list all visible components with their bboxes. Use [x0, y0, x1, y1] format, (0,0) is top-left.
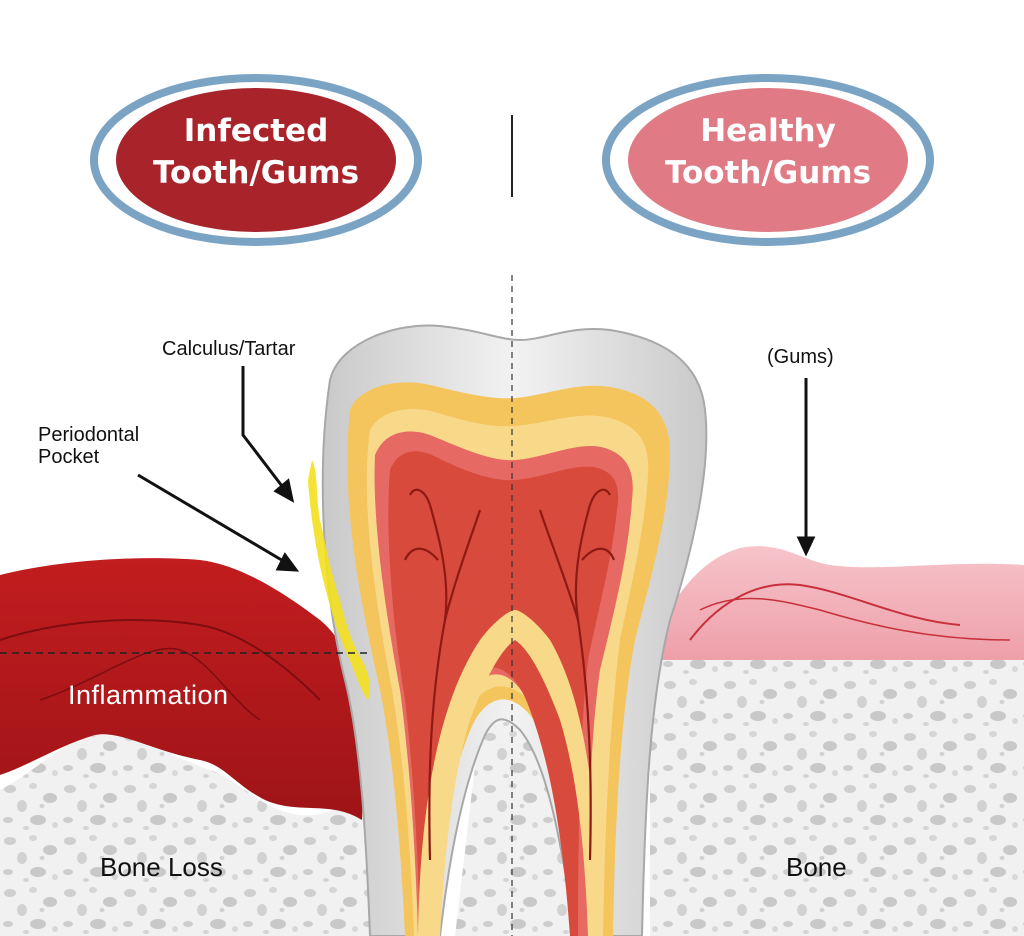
bone-left — [0, 734, 370, 936]
infected-badge-text: Infected Tooth/Gums — [136, 110, 376, 194]
infected-badge-line1: Infected — [183, 113, 329, 149]
healthy-badge-line1: Healthy — [700, 113, 836, 149]
root-canal-left — [418, 610, 515, 936]
healthy-gum — [650, 546, 1024, 660]
calculus-arrow — [241, 366, 287, 491]
bone-label: Bone — [786, 852, 847, 882]
healthy-gum-vein — [699, 597, 1011, 641]
tartar — [308, 460, 370, 700]
pulp-vessels — [404, 488, 616, 861]
infected-badge-line2: Tooth/Gums — [152, 155, 360, 191]
pocket-label-line2: Pocket — [38, 446, 100, 468]
calculus-label: Calculus/Tartar — [162, 338, 296, 360]
arrows — [137, 366, 816, 572]
inflammation-label: Inflammation — [68, 680, 229, 710]
infected-gum-vein — [0, 619, 321, 701]
pocket-label: Periodontal Pocket — [38, 424, 139, 468]
infected-gum — [0, 558, 365, 820]
healthy-badge — [602, 74, 934, 246]
healthy-gum-vein — [689, 583, 961, 641]
healthy-badge-text: Healthy Tooth/Gums — [648, 110, 888, 194]
gums-label: (Gums) — [767, 346, 834, 368]
healthy-badge-line2: Tooth/Gums — [664, 155, 872, 191]
pocket-arrow — [137, 473, 286, 564]
infected-badge — [90, 74, 422, 246]
bone-right — [650, 655, 1024, 936]
infected-gum-vein — [39, 647, 261, 721]
pocket-label-line1: Periodontal — [38, 424, 140, 446]
bone-loss-label: Bone Loss — [100, 852, 223, 882]
root-canal-right — [515, 610, 600, 936]
